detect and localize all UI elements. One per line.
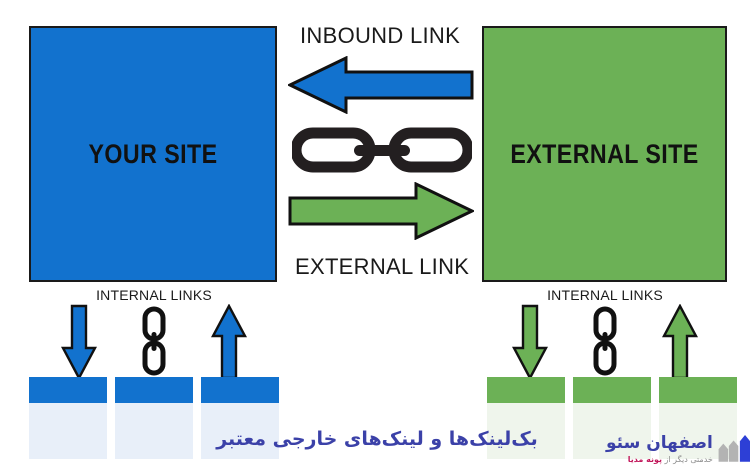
your-site-box: YOUR SITE — [29, 26, 277, 282]
logo-subtitle: خدمتی دیگر از پونه مدیا — [606, 455, 713, 464]
page-card — [201, 377, 279, 459]
internal-links-group-right: INTERNAL LINKS — [480, 282, 730, 402]
chain-link-horizontal-icon — [292, 127, 472, 173]
arrow-down-icon-left — [61, 304, 97, 380]
page-card — [29, 377, 107, 459]
external-site-box: EXTERNAL SITE — [482, 26, 727, 282]
inbound-arrow-left-icon — [288, 56, 474, 114]
card-body — [573, 403, 651, 459]
arrow-up-icon-left — [211, 304, 247, 380]
logo-subtitle-prefix: خدمتی دیگر از — [664, 455, 713, 464]
three-pillars-icon — [718, 434, 750, 462]
card-header-band — [659, 377, 737, 404]
site-logo: اصفهان سئو خدمتی دیگر از پونه مدیا — [606, 412, 750, 468]
arrow-up-icon-right — [662, 304, 698, 380]
card-header-band — [573, 377, 651, 404]
page-card — [487, 377, 565, 459]
card-body — [487, 403, 565, 459]
chain-link-vertical-icon-left — [142, 306, 166, 376]
card-body — [201, 403, 279, 459]
page-cards-left — [29, 377, 281, 459]
internal-links-label-left: INTERNAL LINKS — [96, 287, 212, 303]
card-header-band — [487, 377, 565, 404]
external-link-label: EXTERNAL LINK — [295, 254, 470, 279]
persian-caption: بک‌لینک‌ها و لینک‌های خارجی معتبر — [216, 428, 538, 450]
inbound-link-label: INBOUND LINK — [300, 23, 461, 48]
external-site-label: EXTERNAL SITE — [510, 138, 699, 169]
card-body — [115, 403, 193, 459]
arrow-down-icon-right — [512, 304, 548, 380]
card-body — [29, 403, 107, 459]
logo-text-block: اصفهان سئو خدمتی دیگر از پونه مدیا — [606, 433, 713, 464]
card-header-band — [29, 377, 107, 404]
logo-subtitle-brand: پونه مدیا — [627, 455, 662, 464]
page-card — [115, 377, 193, 459]
your-site-label: YOUR SITE — [88, 138, 218, 169]
chain-link-vertical-icon-right — [593, 306, 617, 376]
internal-links-group-left: INTERNAL LINKS — [29, 282, 279, 402]
card-header-band — [115, 377, 193, 404]
logo-title: اصفهان سئو — [606, 433, 713, 454]
internal-links-label-right: INTERNAL LINKS — [547, 287, 663, 303]
external-arrow-right-icon — [288, 182, 474, 240]
card-header-band — [201, 377, 279, 404]
page-card — [573, 377, 651, 459]
